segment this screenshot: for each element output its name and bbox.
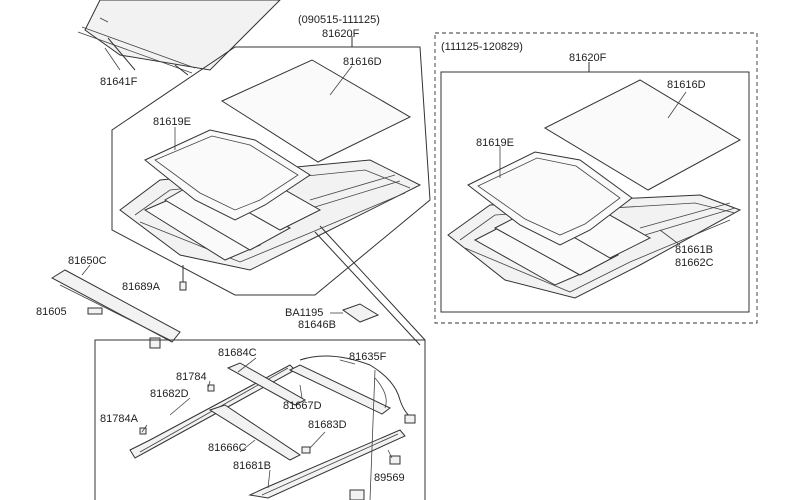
part-label-81661B: 81661B	[675, 244, 713, 256]
mechanism-parts-drawing	[129, 355, 416, 500]
right-assembly-outline	[440, 71, 750, 313]
left-date-range-label: (090515-111125)	[298, 14, 380, 26]
part-label-81605: 81605	[36, 306, 67, 318]
part-label-81681B: 81681B	[233, 460, 271, 472]
part-label-81784: 81784	[176, 371, 207, 383]
right-glass-panel-81616D	[543, 79, 742, 191]
part-label-89569: 89569	[374, 472, 405, 484]
part-label-81666C: 81666C	[208, 442, 247, 454]
mechanism-outline	[94, 339, 426, 500]
left-seal-81619E	[144, 129, 311, 221]
part-label-81646B: 81646B	[298, 319, 336, 331]
part-label-81616D-right: 81616D	[667, 79, 706, 91]
bracket-81650C-drawing	[50, 264, 181, 349]
part-label-81650C: 81650C	[68, 255, 107, 267]
right-assembly-label: 81620F	[569, 52, 607, 64]
left-glass-panel-81616D	[220, 59, 412, 163]
part-label-81662C: 81662C	[675, 257, 714, 269]
left-assembly-label: 81620F	[322, 28, 360, 40]
part-label-81683D: 81683D	[308, 419, 347, 431]
part-label-81689A: 81689A	[122, 281, 160, 293]
right-seal-81619E	[467, 151, 633, 246]
part-label-81616D-left: 81616D	[343, 56, 382, 68]
part-label-81619E-left: 81619E	[153, 116, 191, 128]
part-label-81619E-right: 81619E	[476, 137, 514, 149]
right-variant-box	[434, 32, 758, 324]
part-label-BA1195: BA1195	[285, 307, 324, 319]
part-label-81635F: 81635F	[349, 351, 387, 363]
part-label-81684C: 81684C	[218, 347, 257, 359]
left-assembly-outline	[111, 46, 431, 296]
clip-BA1195-drawing	[330, 303, 380, 323]
part-label-81682D: 81682D	[150, 388, 189, 400]
part-label-81784A: 81784A	[100, 413, 138, 425]
part-label-81641F: 81641F	[100, 76, 138, 88]
right-date-range-label: (111125-120829)	[441, 41, 523, 53]
part-label-81667D: 81667D	[283, 400, 322, 412]
headliner-panel-drawing	[77, 0, 281, 76]
